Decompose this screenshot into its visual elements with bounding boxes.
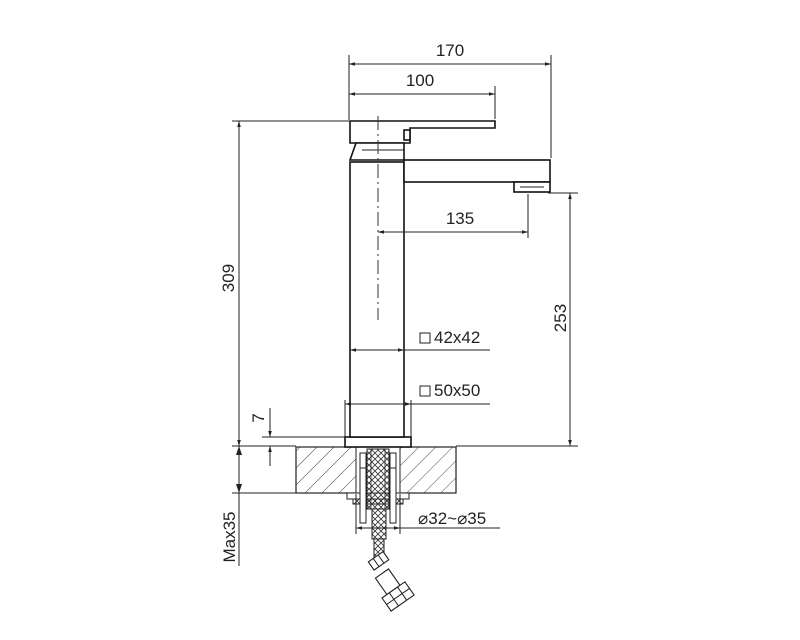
- dim-max-counter-label: Max35: [220, 511, 239, 562]
- dim-base-thickness: 7: [249, 408, 345, 466]
- dim-spout-height: 253: [456, 192, 578, 447]
- dim-hole-diameter: ⌀32~⌀35: [355, 494, 500, 534]
- dim-total-height: 309: [219, 120, 349, 447]
- dim-total-width: 170: [348, 41, 552, 158]
- dim-spout-height-label: 253: [551, 304, 570, 332]
- dim-spout-reach: 135: [378, 194, 529, 238]
- dim-base-section: 50x50: [344, 381, 490, 437]
- dim-body-section: 42x42: [350, 328, 490, 352]
- dim-handle-length: 100: [349, 71, 496, 119]
- dim-base-thickness-label: 7: [249, 413, 268, 422]
- dim-max-counter: Max35: [220, 446, 296, 566]
- dim-spout-reach-label: 135: [446, 209, 474, 228]
- hose-fitting: [367, 550, 415, 612]
- dim-total-width-label: 170: [436, 41, 464, 60]
- mounting-shank: [359, 448, 397, 558]
- faucet-body: [344, 120, 551, 448]
- dim-hole-diameter-label: ⌀32~⌀35: [418, 509, 486, 528]
- dim-body-section-label: 42x42: [434, 328, 480, 347]
- dim-handle-length-label: 100: [406, 71, 434, 90]
- dim-total-height-label: 309: [219, 264, 238, 292]
- dim-base-section-label: 50x50: [434, 381, 480, 400]
